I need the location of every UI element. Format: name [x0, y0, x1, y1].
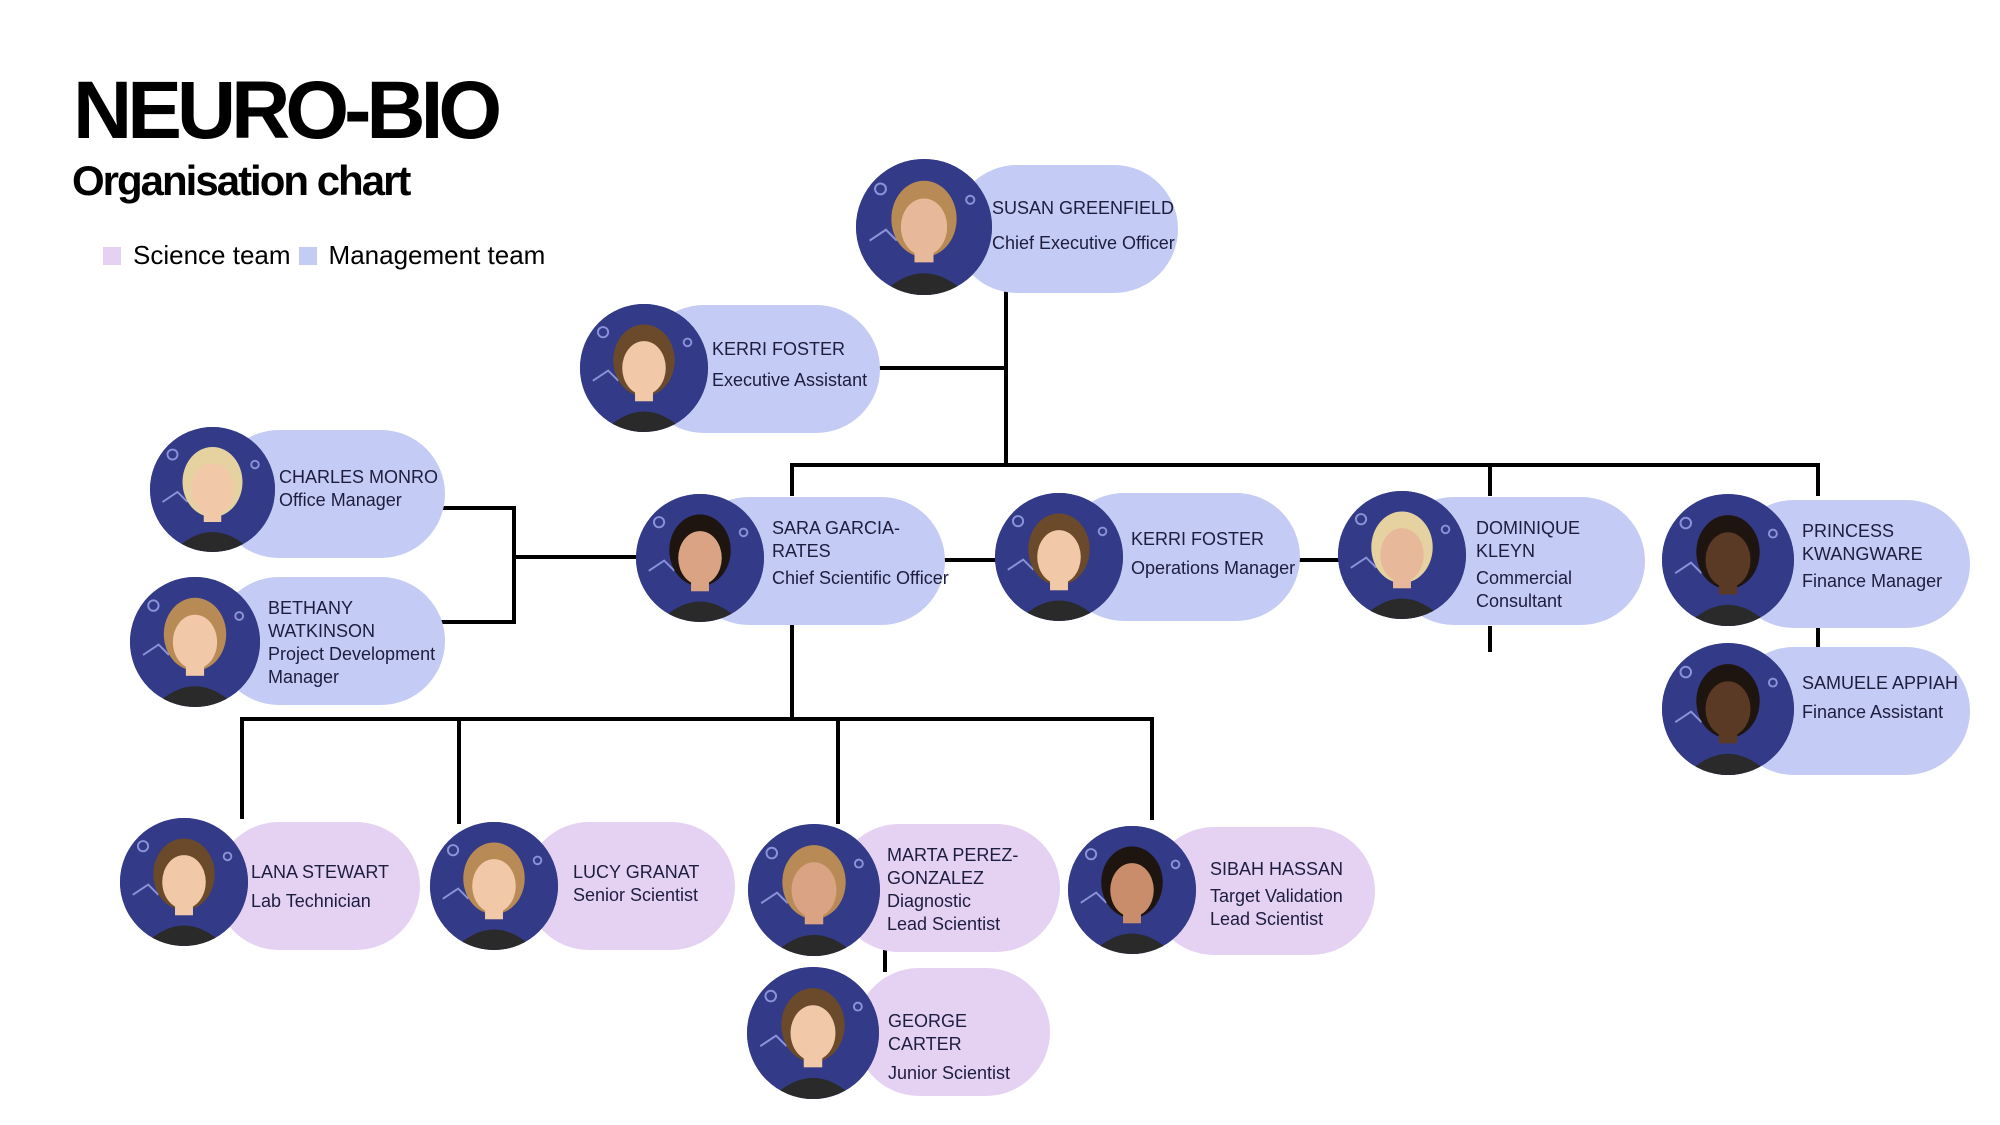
avatar-portrait-icon	[995, 493, 1123, 621]
avatar-sara	[636, 494, 764, 622]
person-text-kerri_ea: KERRI FOSTER Executive Assistant	[712, 338, 882, 392]
avatar-lucy	[430, 822, 558, 950]
person-text-lucy: LUCY GRANAT Senior Scientist	[573, 861, 733, 907]
person-role: Finance Manager	[1802, 571, 1943, 591]
avatar-portrait-icon	[1662, 643, 1794, 775]
person-role: Lab Technician	[251, 891, 371, 911]
avatar-kerri_om	[995, 493, 1123, 621]
person-text-charles: CHARLES MONRO Office Manager	[279, 466, 439, 512]
avatar-charles	[150, 427, 275, 552]
person-role: Junior Scientist	[888, 1063, 1011, 1083]
person-text-lana: LANA STEWART Lab Technician	[251, 861, 411, 913]
avatar-portrait-icon	[1338, 491, 1466, 619]
avatar-princess	[1662, 494, 1794, 626]
person-name: GEORGE CARTER	[888, 1011, 968, 1054]
person-role: Senior Scientist	[573, 885, 699, 905]
avatar-portrait-icon	[430, 822, 558, 950]
avatar-samuele	[1662, 643, 1794, 775]
person-role: Office Manager	[279, 490, 402, 510]
person-name: SARA GARCIA-RATES	[772, 518, 901, 561]
legend-label-science: Science team	[133, 240, 291, 270]
legend-swatch-science	[103, 246, 121, 265]
person-name: LANA STEWART	[251, 862, 390, 882]
avatar-portrait-icon	[1068, 826, 1196, 954]
avatar-marta	[748, 824, 880, 956]
person-card-lana	[215, 822, 420, 950]
person-card-lucy	[525, 822, 735, 950]
avatar-portrait-icon	[1662, 494, 1794, 626]
person-role: Finance Assistant	[1802, 702, 1944, 722]
avatar-dominique	[1338, 491, 1466, 619]
person-role: Chief Scientific Officer	[772, 568, 949, 588]
avatar-george	[747, 967, 879, 1099]
person-name: LUCY GRANAT	[573, 862, 700, 882]
avatar-lana	[120, 818, 248, 946]
person-name: KERRI FOSTER	[1131, 529, 1265, 549]
avatar-portrait-icon	[130, 577, 260, 707]
person-name: SUSAN GREENFIELD	[992, 198, 1175, 218]
legend-swatch-management	[298, 246, 317, 265]
avatar-portrait-icon	[150, 427, 275, 552]
legend-label-management: Management team	[328, 240, 546, 270]
person-role: Executive Assistant	[712, 370, 868, 390]
avatar-portrait-icon	[120, 818, 248, 946]
person-role: Operations Manager	[1131, 558, 1296, 578]
person-name: MARTA PEREZ-GONZALEZ	[887, 845, 1019, 888]
avatar-bethany	[130, 577, 260, 707]
avatar-kerri_ea	[580, 304, 708, 432]
chart-title: NEURO-BIO	[73, 65, 502, 156]
person-text-samuele: SAMUELE APPIAH Finance Assistant	[1802, 672, 1967, 724]
avatar-portrait-icon	[636, 494, 764, 622]
avatar-sibah	[1068, 826, 1196, 954]
person-text-sara: SARA GARCIA-RATES Chief Scientific Office…	[772, 517, 952, 590]
person-role: Chief Executive Officer	[992, 233, 1175, 253]
person-name: CHARLES MONRO	[279, 467, 439, 487]
person-text-george: GEORGE CARTER Junior Scientist	[888, 1010, 1038, 1085]
person-name: SIBAH HASSAN	[1210, 859, 1344, 879]
avatar-portrait-icon	[856, 159, 992, 295]
avatar-portrait-icon	[748, 824, 880, 956]
legend-item-management: Management team	[298, 240, 546, 271]
person-text-kerri_om: KERRI FOSTER Operations Manager	[1131, 528, 1306, 580]
person-card-george	[855, 968, 1050, 1096]
chart-subtitle: Organisation chart	[72, 157, 411, 204]
avatar-portrait-icon	[747, 967, 879, 1099]
legend: Science team Management team	[103, 240, 553, 271]
person-name: SAMUELE APPIAH	[1802, 673, 1959, 693]
avatar-portrait-icon	[580, 304, 708, 432]
person-name: KERRI FOSTER	[712, 339, 846, 359]
avatar-susan	[856, 159, 992, 295]
connector-left-bracket	[441, 506, 516, 624]
person-text-susan: SUSAN GREENFIELD Chief Executive Officer	[992, 197, 1207, 255]
legend-item-science: Science team	[103, 240, 291, 271]
